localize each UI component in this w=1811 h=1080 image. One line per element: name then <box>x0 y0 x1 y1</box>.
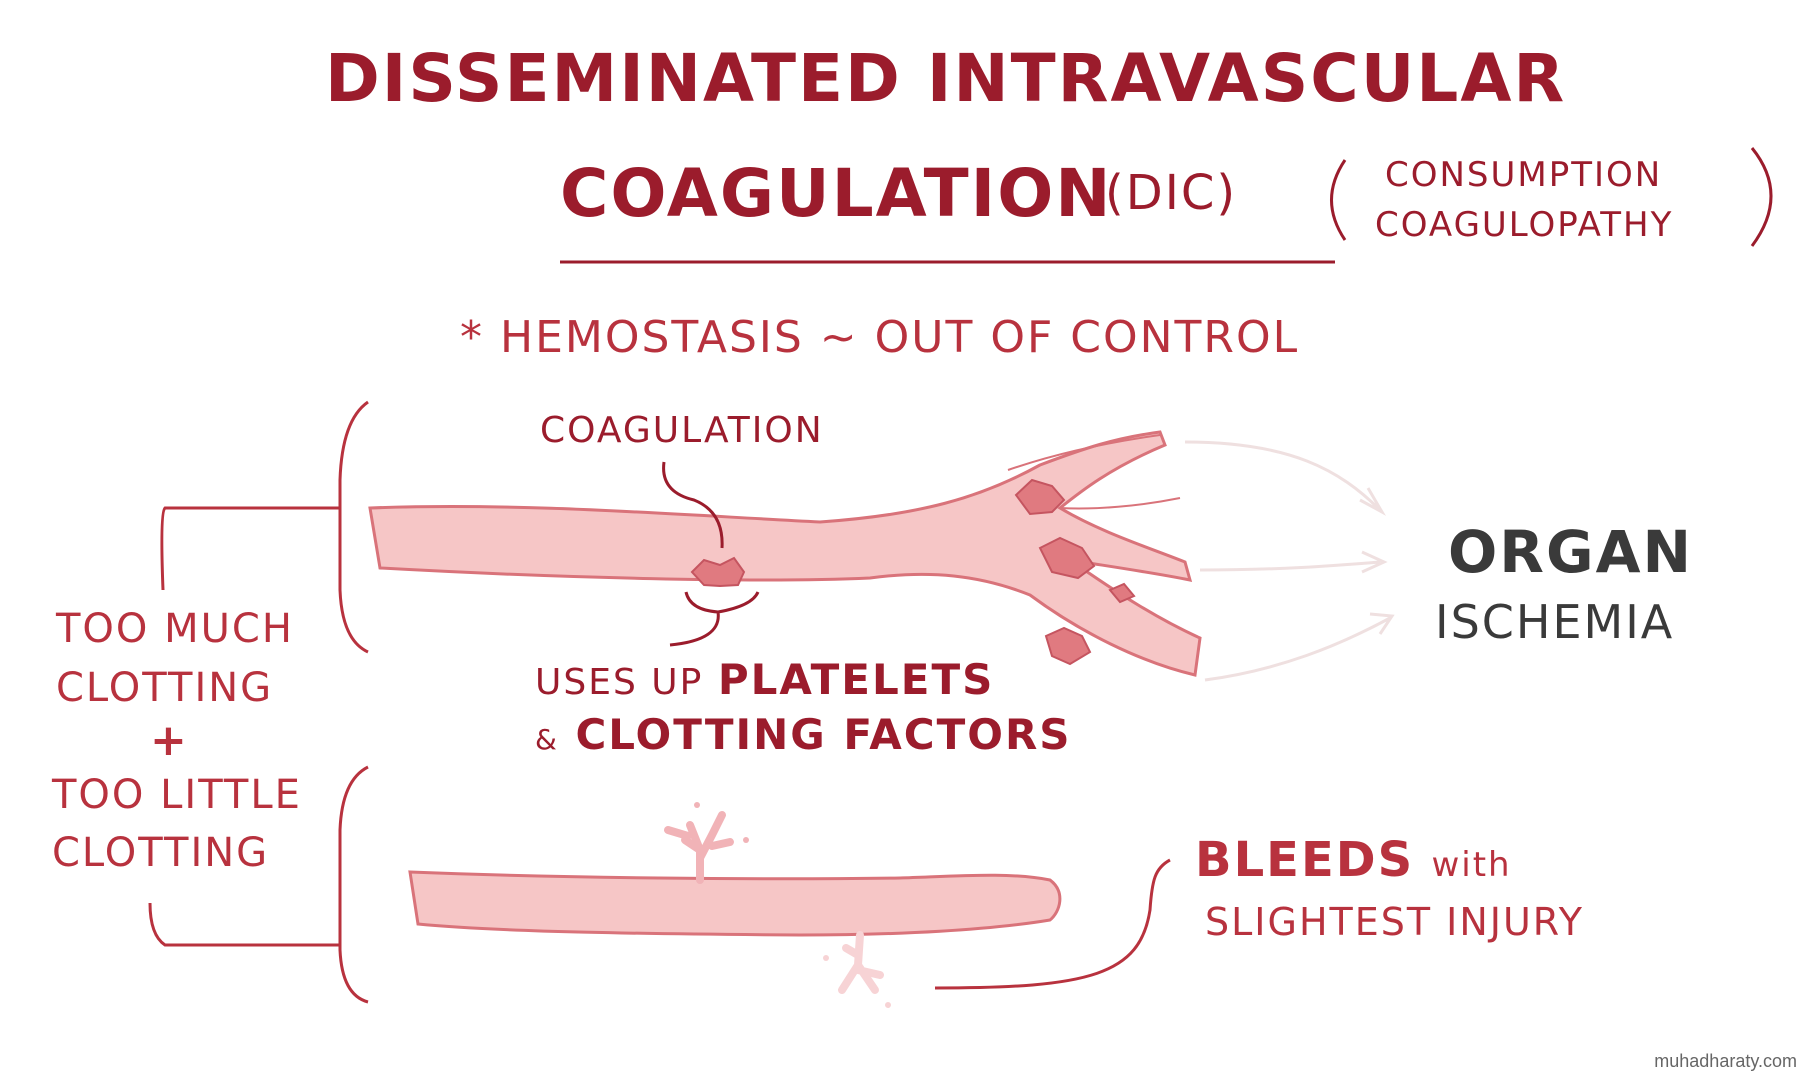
coagulation-label: Coagulation <box>540 410 824 451</box>
too-little-line-1: Too little <box>52 772 302 818</box>
bleed-lower-splatter <box>838 931 884 994</box>
ampersand: & <box>535 723 559 756</box>
alt-name-line-2: Coagulopathy <box>1375 205 1674 245</box>
clot-branch-4 <box>1044 626 1092 666</box>
blood-droplet <box>823 955 829 961</box>
ischemia-label: ischemia <box>1435 595 1675 649</box>
blood-droplet <box>694 802 700 808</box>
too-little-line-2: clotting <box>52 830 270 876</box>
uses-up-prefix: uses up <box>535 662 704 703</box>
blood-droplet <box>885 1002 891 1008</box>
clotting-factors: clotting factors <box>575 710 1072 759</box>
title-line-2: Coagulation <box>560 155 1113 232</box>
title-abbreviation: (DIC) <box>1105 165 1238 221</box>
arrow-to-ischemia-1 <box>1184 440 1387 516</box>
slightest-injury-text: slightest injury <box>1205 900 1584 944</box>
arrow-to-ischemia-2 <box>1199 550 1388 574</box>
uses-up-text: uses up platelets <box>535 655 994 704</box>
coagulation-pointer <box>662 461 724 549</box>
bleeds-pointer <box>934 858 1171 990</box>
bleed-upper-splatter <box>664 811 734 884</box>
alt-name-right-paren <box>1750 147 1773 247</box>
title-line-1: Disseminated Intravascular <box>325 40 1567 117</box>
uses-up-platelets: platelets <box>717 655 995 704</box>
clot-branch-3 <box>1108 582 1136 604</box>
upper-vessel-inner-branch-1 <box>1007 434 1161 471</box>
upper-brace <box>160 400 369 654</box>
upper-vessel-inner-branch-2 <box>1059 497 1181 510</box>
too-much-line-2: clotting <box>56 665 274 711</box>
subtitle: * Hemostasis ~ out of control <box>460 312 1300 363</box>
alt-name-line-1: Consumption <box>1385 155 1663 195</box>
lower-brace <box>148 765 369 1004</box>
clot-branch-1 <box>1014 478 1066 516</box>
uses-up-pointer <box>669 591 760 647</box>
with-word: with <box>1431 845 1512 885</box>
organ-label: Organ <box>1448 518 1694 586</box>
alt-name-left-paren <box>1330 159 1347 241</box>
arrow-to-ischemia-3 <box>1204 612 1395 682</box>
lower-vessel <box>408 870 1062 937</box>
bleeds-word: Bleeds <box>1195 832 1415 888</box>
blood-droplet <box>743 837 749 843</box>
clot-branch-2 <box>1038 536 1096 580</box>
too-much-line-1: Too much <box>56 606 294 652</box>
bleeds-text: Bleeds with <box>1195 832 1512 888</box>
watermark: muhadharaty.com <box>1654 1051 1797 1072</box>
clot-main <box>690 556 746 588</box>
upper-vessel <box>368 430 1202 677</box>
plus-sign: + <box>150 715 189 766</box>
clotting-factors-text: & clotting factors <box>535 710 1072 759</box>
